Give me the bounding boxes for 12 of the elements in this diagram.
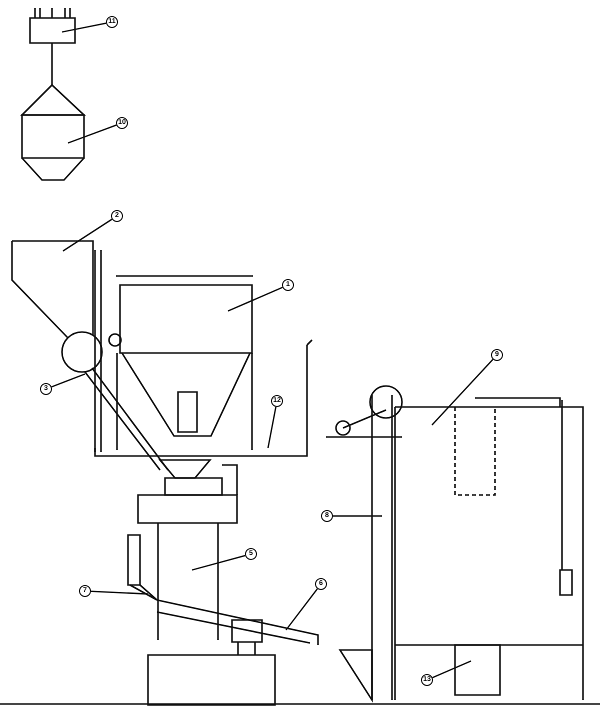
leader-line — [267, 406, 277, 448]
leader-line — [432, 660, 472, 678]
leader-line — [431, 358, 494, 426]
leader-line — [228, 286, 283, 312]
leader-line — [51, 373, 86, 388]
leader-line — [333, 515, 382, 517]
leader-line — [62, 218, 112, 252]
leader-line — [192, 554, 246, 571]
leader-line — [285, 588, 318, 630]
leader-line — [62, 22, 106, 33]
leader-line — [90, 590, 148, 595]
leader-line — [68, 124, 117, 144]
